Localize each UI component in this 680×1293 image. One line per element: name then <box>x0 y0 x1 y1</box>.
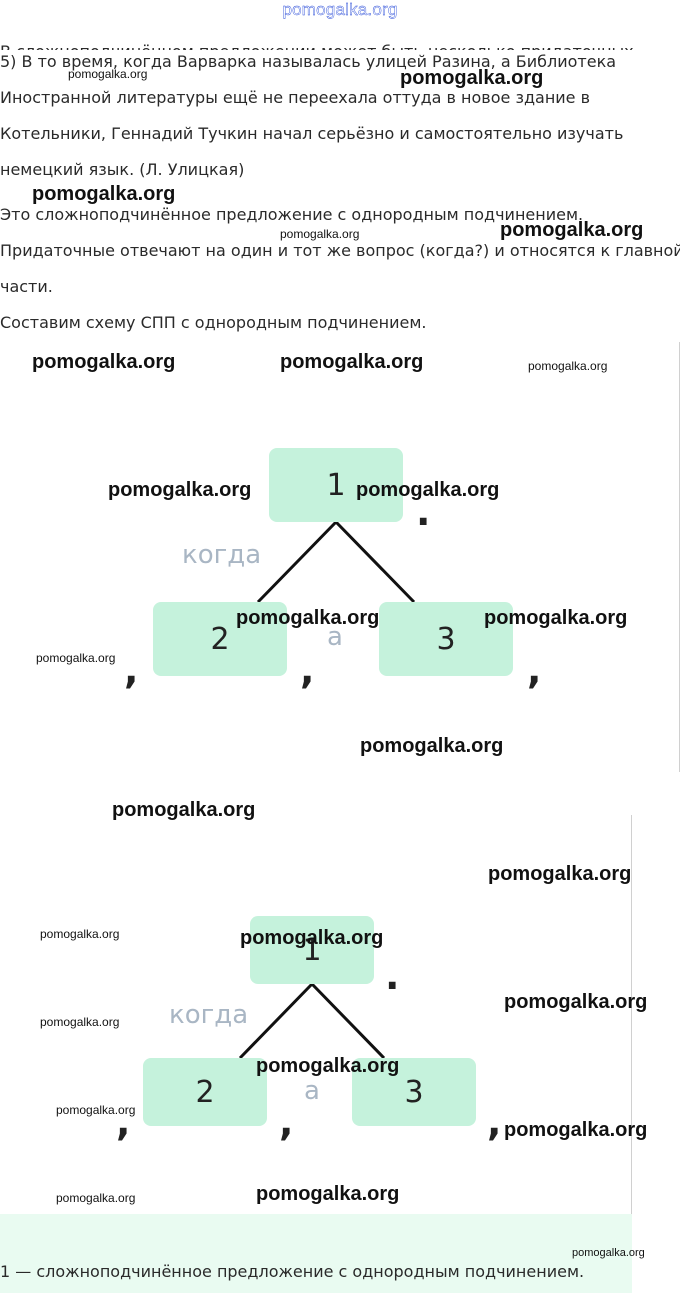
scheme-1-conjunction-label: а <box>327 622 343 652</box>
watermark: pomogalka.org <box>68 67 148 81</box>
scheme-2-conjunction-label: а <box>304 1076 320 1106</box>
scheme-1-connector-lines <box>256 520 416 604</box>
scheme-1-subordinate-box-2: 2 <box>153 602 287 676</box>
example-line-3: Котельники, Геннадий Тучкин начал серьёз… <box>0 124 624 143</box>
watermark: pomogalka.org <box>500 219 644 241</box>
scheme-1-comma-middle: , <box>300 648 315 692</box>
explanation-line-1: Это сложноподчинённое предложение с одно… <box>0 205 584 224</box>
watermark: pomogalka.org <box>528 359 608 373</box>
scheme-2-sub-number-3: 3 <box>404 1074 424 1110</box>
watermark: pomogalka.org <box>108 479 252 501</box>
scheme-1-main-clause-box: 1 <box>269 448 403 522</box>
cut-off-line: В сложноподчинённом предложении может бы… <box>0 30 634 50</box>
explanation-line-4: Составим схему СПП с однородным подчинен… <box>0 313 427 332</box>
watermark: pomogalka.org <box>504 1119 648 1141</box>
watermark: pomogalka.org <box>356 479 500 501</box>
answer-text: 1 — сложноподчинённое предложение с одно… <box>0 1262 585 1281</box>
scheme-2-comma-right: , <box>487 1100 502 1144</box>
scheme-diagram-1: 1 2 3 когда а . , , , <box>0 440 680 700</box>
site-header-text: pomogalka.org <box>282 0 398 19</box>
explanation-line-2: Придаточные отвечают на один и тот же во… <box>0 241 680 260</box>
right-divider-bottom <box>631 815 632 1293</box>
scheme-diagram-2: 1 2 3 когда а . , , , <box>0 910 680 1150</box>
example-line-4: немецкий язык. (Л. Улицкая) <box>0 160 245 179</box>
watermark: pomogalka.org <box>504 991 648 1013</box>
scheme-2-connector-lines <box>238 982 386 1060</box>
watermark: pomogalka.org <box>40 927 120 941</box>
explanation-line-3: части. <box>0 277 53 296</box>
site-header-link[interactable]: pomogalka.org <box>0 0 680 20</box>
example-line-2: Иностранной литературы ещё не переехала … <box>0 88 591 107</box>
scheme-1-subordinate-box-3: 3 <box>379 602 513 676</box>
watermark: pomogalka.org <box>32 351 176 373</box>
scheme-2-main-clause-box: 1 <box>250 916 374 984</box>
scheme-1-main-number: 1 <box>326 467 346 503</box>
scheme-2-subordinate-box-3: 3 <box>352 1058 476 1126</box>
example-line-1: 5) В то время, когда Варварка называлась… <box>0 52 617 71</box>
scheme-1-question-label: когда <box>182 540 262 570</box>
watermark: pomogalka.org <box>112 799 256 821</box>
scheme-2-comma-middle: , <box>279 1100 294 1144</box>
watermark: pomogalka.org <box>400 67 544 89</box>
watermark: pomogalka.org <box>56 1191 136 1205</box>
watermark: pomogalka.org <box>484 607 628 629</box>
scheme-1-comma-right: , <box>527 648 542 692</box>
watermark: pomogalka.org <box>256 1055 400 1077</box>
watermark: pomogalka.org <box>280 351 424 373</box>
watermark: pomogalka.org <box>32 183 176 205</box>
watermark: pomogalka.org <box>240 927 384 949</box>
scheme-2-comma-left: , <box>116 1100 131 1144</box>
scheme-2-question-label: когда <box>169 1000 249 1030</box>
watermark: pomogalka.org <box>360 735 504 757</box>
watermark: pomogalka.org <box>40 1015 120 1029</box>
watermark: pomogalka.org <box>572 1247 645 1259</box>
scheme-2-period: . <box>385 954 400 998</box>
watermark: pomogalka.org <box>36 651 116 665</box>
watermark: pomogalka.org <box>256 1183 400 1205</box>
watermark: pomogalka.org <box>280 227 360 241</box>
watermark: pomogalka.org <box>236 607 380 629</box>
answer-band <box>0 1214 632 1293</box>
cut-off-line-text: В сложноподчинённом предложении может бы… <box>0 34 634 50</box>
scheme-2-sub-number-2: 2 <box>195 1074 215 1110</box>
scheme-1-period: . <box>416 490 431 534</box>
watermark: pomogalka.org <box>56 1103 136 1117</box>
scheme-2-main-number: 1 <box>302 932 322 968</box>
scheme-1-sub-number-3: 3 <box>436 621 456 657</box>
scheme-1-comma-left: , <box>124 648 139 692</box>
scheme-1-sub-number-2: 2 <box>210 621 230 657</box>
watermark: pomogalka.org <box>488 863 632 885</box>
scheme-2-subordinate-box-2: 2 <box>143 1058 267 1126</box>
